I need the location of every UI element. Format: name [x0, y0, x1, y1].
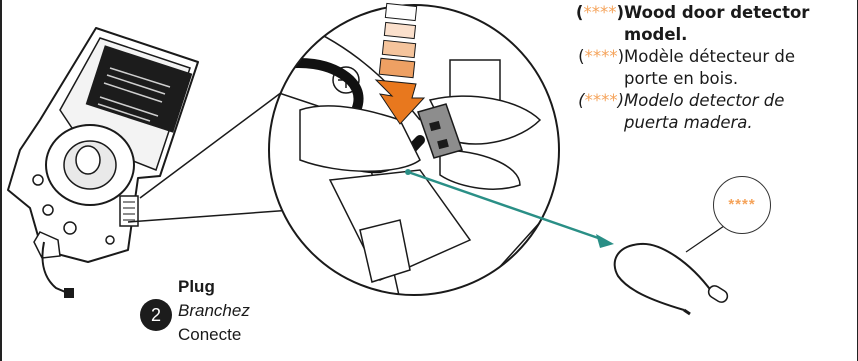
step-label-es: Conecte — [178, 323, 250, 347]
sensor-cable-illustration — [615, 226, 730, 314]
step-labels: Plug Branchez Conecte — [178, 275, 250, 347]
note-en-cont: model. — [566, 24, 856, 46]
model-note: (****) Wood door detector model. (****) … — [566, 2, 856, 134]
note-es-line2: puerta madera. — [624, 113, 753, 132]
note-tag-en: (****) — [566, 2, 624, 24]
note-en: (****) Wood door detector — [566, 2, 856, 24]
step-label-fr: Branchez — [178, 299, 250, 323]
stars-icon: **** — [583, 3, 616, 22]
step-number: 2 — [140, 299, 172, 331]
stars-badge: **** — [713, 176, 771, 234]
magnifier-callout-illustration — [269, 0, 600, 330]
note-tag-fr: (****) — [566, 46, 624, 68]
note-es: (****) Modelo detector de — [566, 90, 856, 112]
note-en-line2: model. — [624, 25, 687, 44]
note-es-line1: Modelo detector de — [624, 91, 784, 110]
note-tag-es: (****) — [566, 90, 624, 112]
note-fr-line2: porte en bois. — [624, 69, 738, 88]
note-en-line1: Wood door detector — [624, 3, 809, 22]
note-fr: (****) Modèle détecteur de — [566, 46, 856, 68]
note-fr-line1: Modèle détecteur de — [624, 47, 795, 66]
note-es-cont: puerta madera. — [566, 112, 856, 134]
note-fr-cont: porte en bois. — [566, 68, 856, 90]
detector-device-illustration — [8, 28, 198, 298]
step-label-en: Plug — [178, 275, 250, 299]
